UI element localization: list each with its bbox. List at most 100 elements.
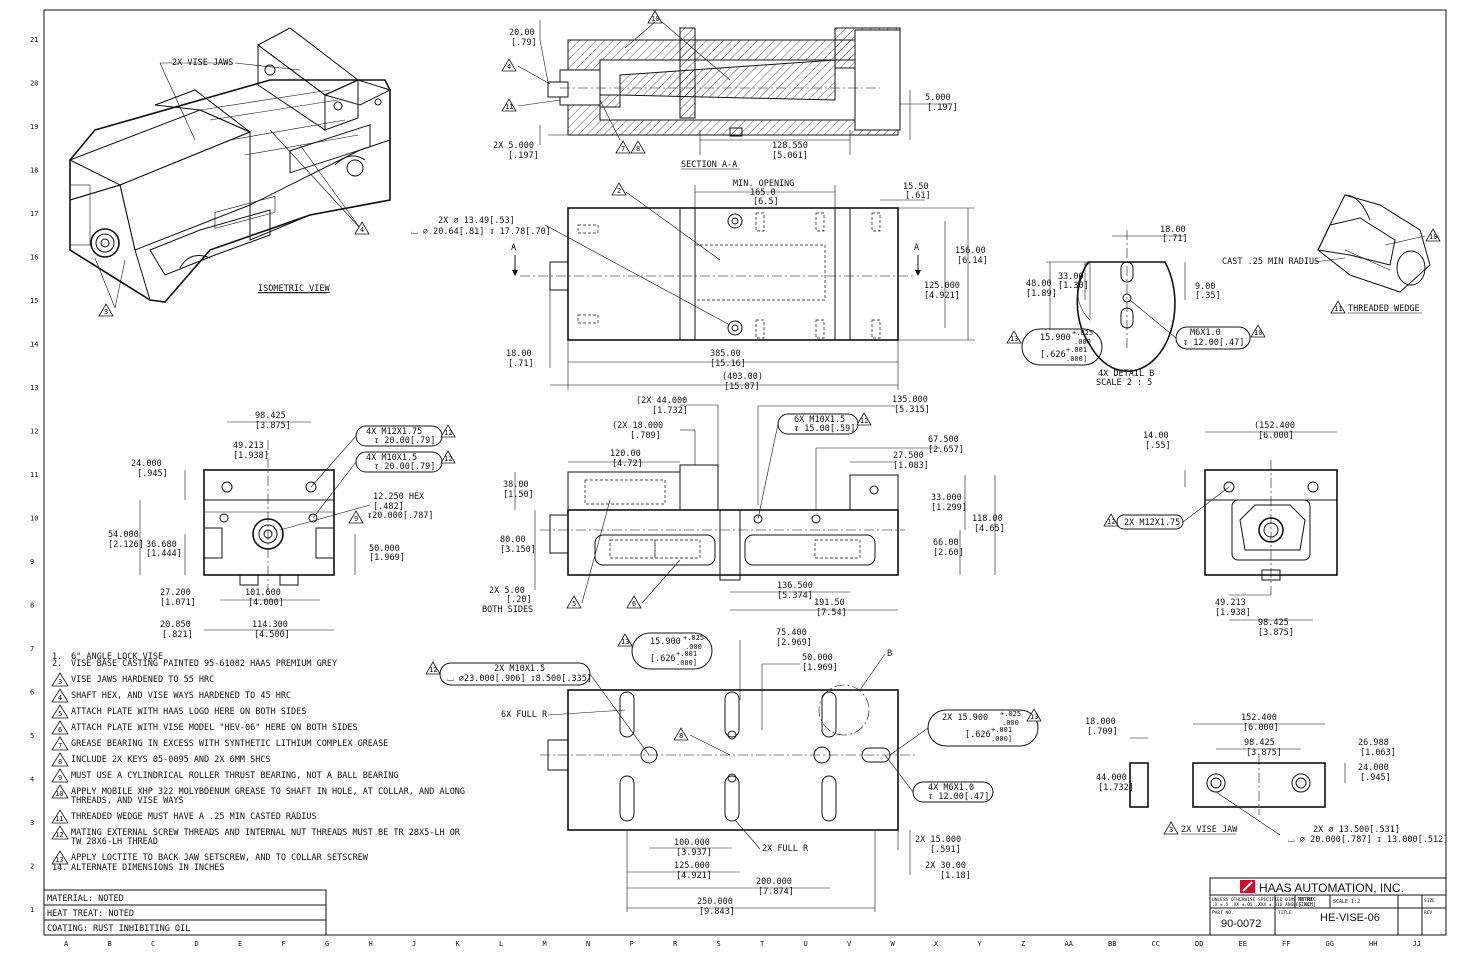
column-zone-label: C [151,940,155,948]
column-zone-label: S [717,940,721,948]
spec-coating: COATING: RUST INHIBITING OIL [47,924,190,934]
bv-dim-200: 200.000 [756,877,792,887]
sec-dim-128-in: [5.061] [772,151,808,161]
bv-dim-75-in: [2.969] [776,638,812,648]
note-text: APPLY LOCTITE TO BACK JAW SETSCREW, AND … [71,853,369,863]
vise-jaw-label: 2X VISE JAW [1181,825,1238,835]
top-dim-165-in: [6.5] [753,197,779,207]
note-text: ATTACH PLATE WITH HAAS LOGO HERE ON BOTH… [71,707,306,717]
note-text: APPLY MOBILE XHP 322 MOLYBDENUM GREASE T… [71,787,465,797]
fv-dim-18-in: [.709] [630,431,661,441]
sec-flag-8: 8 [636,145,640,153]
bv-dim-200-in: [7.874] [758,887,794,897]
spec-box: MATERIAL: NOTED HEAT TREAT: NOTED COATIN… [43,889,327,936]
column-zone-label: M [543,940,547,948]
row-zone-label: 17 [30,210,38,218]
note-text-continued: THREADS, AND VISE WAYS [71,796,184,806]
bv-dim-15-in: [.591] [930,845,961,855]
threaded-wedge-view: CAST .25 MIN RADIUS 10 11 THREADED WEDGE [1222,194,1441,314]
column-zone-label: X [934,940,939,948]
jaw-dim-98: 98.425 [1244,738,1275,748]
row-zone-label: 20 [30,80,38,88]
el-hex-depth: ↧20.000[.787] [367,511,434,521]
el-m10: 4X M10X1.5 [366,453,417,463]
row-zone-label: 5 [30,732,34,740]
bv-dim-125: 125.000 [674,861,710,871]
fv-m10-depth: ↧ 15.00[.59] [794,424,855,434]
top-dim-165: 165.0 [750,188,776,198]
jaw-dim-44-in: [1.732] [1098,783,1134,793]
detb-dim-9-in: [.35] [1195,291,1221,301]
er-dim-49-in: [1.938] [1215,608,1251,618]
note-number: 13 [55,856,63,864]
fv-dim-120: 120.00 [610,449,641,459]
note-flag-icon [51,704,69,719]
iso-vise-jaws-label: 2X VISE JAWS [172,58,233,68]
column-zone-label: FF [1282,940,1290,948]
jaw-dim-98-in: [3.875] [1246,748,1282,758]
jaw-dim-44: 44.000 [1096,773,1127,783]
sec-dim-5b-in: [.197] [927,103,958,113]
bv-dim-50: 50.000 [802,653,833,663]
note-flag-icon [51,825,69,840]
er-flag-12: 12 [1107,518,1115,526]
isometric-view-label: ISOMETRIC VIEW [258,284,331,294]
detb-flag-10: 10 [1254,329,1262,337]
bv-fit2-minus: .000 [1002,719,1019,727]
row-zone-label: 2 [30,863,34,871]
fv-dim-33-in: [1.299] [931,503,967,513]
column-zone-label: V [847,940,852,948]
front-view: (2X 44.000 [1.732] (2X 18.000 [.709] 120… [482,395,1005,618]
detb-flag-13: 13 [1010,335,1018,343]
fv-dim-38: 38.00 [503,480,529,490]
spec-material: MATERIAL: NOTED [47,894,124,904]
bottom-view: 15.900 +.025 .000 [.626 +.001 .000] 13 2… [425,628,1042,917]
bv-detail-b-ref: B [887,649,892,659]
wedge-flag-11: 11 [1334,305,1342,313]
column-zone-label: D [195,940,199,948]
note-item: 1.6" ANGLE LOCK VISE [52,652,163,662]
bv-fit2-plus: +.025 [1000,710,1021,718]
left-end-view: 98.425 [3.875] 49.213 [1.938] 24.000 [.9… [108,411,456,640]
bv-fit-minus: .000 [685,643,702,651]
company-name: HAAS AUTOMATION, INC. [1259,881,1404,895]
fv-dim-5: 2X 5.00 [489,586,525,596]
el-dim-98-in: [3.875] [255,421,291,431]
units-metric: METRIC [1298,897,1316,903]
note-flag-icon [51,720,69,735]
column-zone-label: A [64,940,69,948]
jaw-dim-26-in: [1.063] [1360,748,1396,758]
row-zone-label: 21 [30,36,38,44]
bv-fit-plus: +.025 [683,634,704,642]
fv-dim-120-in: [4.72] [612,459,643,469]
note-text: ALTERNATE DIMENSIONS IN INCHES [71,863,225,873]
row-zone-label: 3 [30,819,34,827]
fv-dim-18: (2X 18.000 [612,421,663,431]
row-zone-label: 15 [30,297,38,305]
wedge-flag-10: 10 [1429,233,1437,241]
row-zone-label: 19 [30,123,38,131]
sec-a-left: A [511,243,516,253]
right-end-view: (152.400 [6.000] 14.00 [.55] 2X M12X1.75… [1103,421,1338,638]
fv-dim-191-in: [7.54] [816,608,847,618]
top-flag-2: 2 [617,187,621,195]
title-label: TITLE [1278,910,1292,916]
note-flag-icon [51,850,69,865]
bv-dim-75: 75.400 [776,628,807,638]
column-zone-label: K [456,940,461,948]
fv-dim-27: 27.500 [893,451,924,461]
er-dim-14-in: [.55] [1145,441,1171,451]
er-dim-152-in: [6.000] [1258,431,1294,441]
bv-fit: 15.900 [650,637,681,647]
part-no-label: PART NO. [1212,910,1234,916]
column-zone-label: CC [1152,940,1160,948]
detb-fit-in-minus: .000] [1066,355,1087,363]
column-zone-label: J [412,940,416,948]
row-zone-label: 7 [30,645,34,653]
detb-dim-18: 18.00 [1160,225,1186,235]
